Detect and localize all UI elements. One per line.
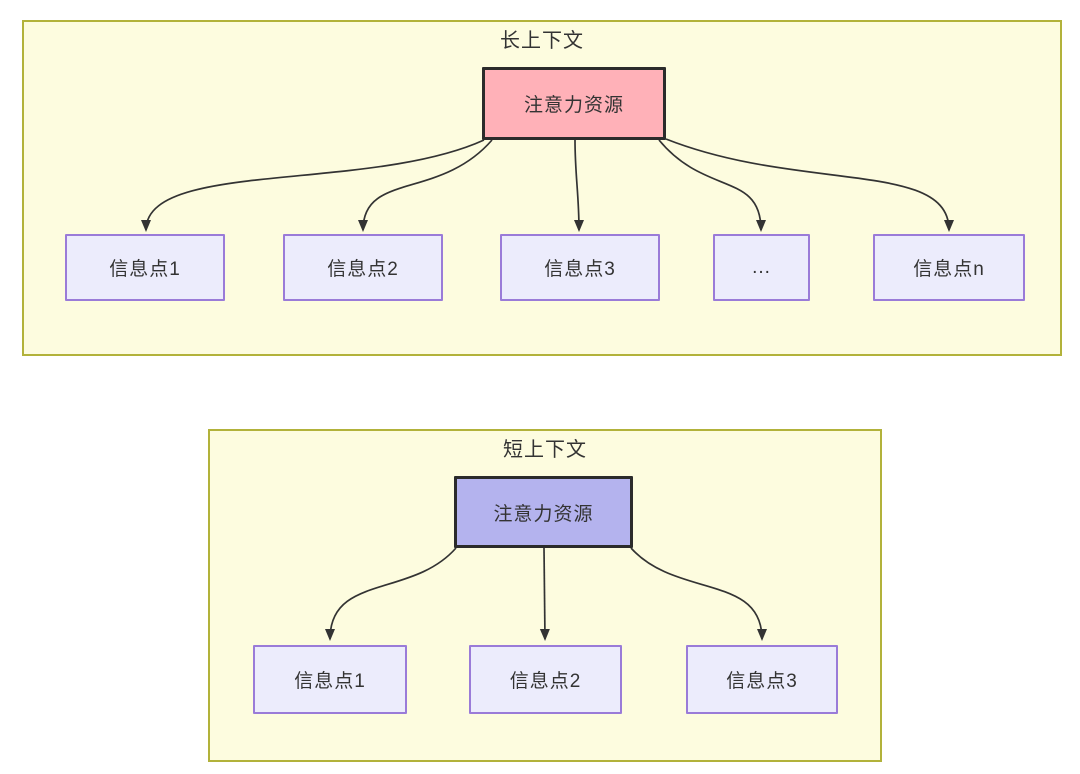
short-info-label-2: 信息点2 bbox=[509, 671, 582, 692]
long-info-label-n: 信息点n bbox=[913, 259, 985, 280]
long-info-label-2: 信息点2 bbox=[327, 259, 399, 280]
long-info-box-n: 信息点n bbox=[873, 234, 1025, 301]
long-info-box-1: 信息点1 bbox=[65, 234, 225, 301]
short-context-title: 短上下文 bbox=[503, 439, 587, 461]
short-attention-box: 注意力资源 bbox=[454, 476, 633, 548]
short-info-box-3: 信息点3 bbox=[686, 645, 838, 714]
long-info-label-3: 信息点3 bbox=[544, 259, 616, 280]
long-info-box-3: 信息点3 bbox=[500, 234, 660, 301]
long-attention-label: 注意力资源 bbox=[523, 95, 624, 116]
short-info-label-1: 信息点1 bbox=[294, 671, 366, 692]
short-info-box-2: 信息点2 bbox=[469, 645, 622, 714]
long-context-title: 长上下文 bbox=[500, 30, 584, 52]
short-info-label-3: 信息点3 bbox=[726, 671, 798, 692]
long-info-label-ellipsis: ... bbox=[752, 256, 771, 278]
long-info-label-1: 信息点1 bbox=[109, 259, 181, 280]
long-attention-box: 注意力资源 bbox=[482, 67, 666, 140]
short-info-box-1: 信息点1 bbox=[253, 645, 407, 714]
long-info-box-ellipsis: ... bbox=[713, 234, 810, 301]
short-attention-label: 注意力资源 bbox=[493, 503, 594, 525]
long-info-box-2: 信息点2 bbox=[283, 234, 443, 301]
